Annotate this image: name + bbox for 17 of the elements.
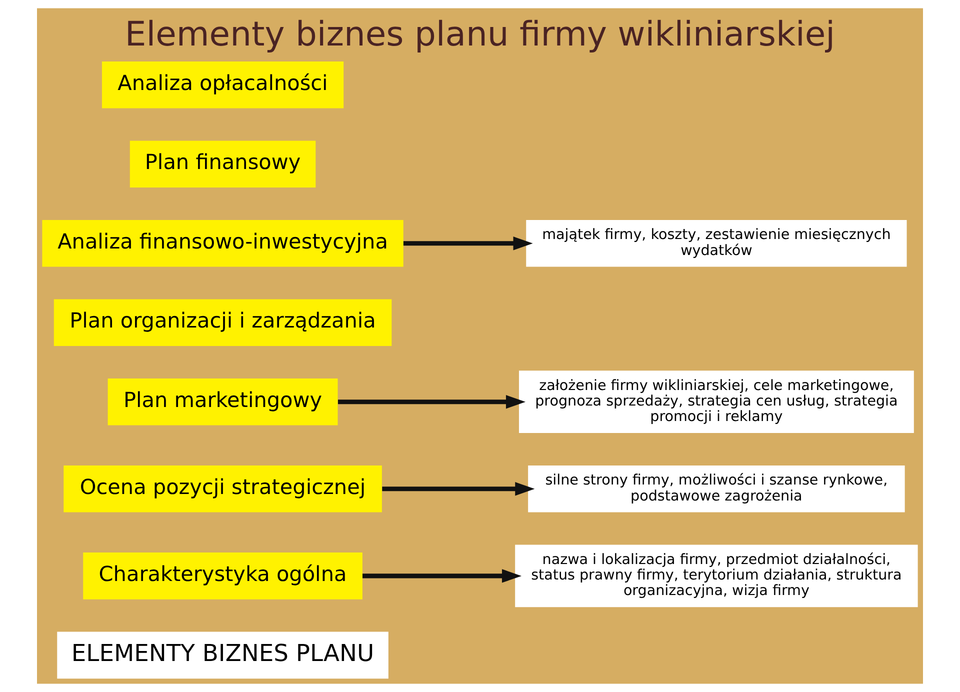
arrow xyxy=(362,569,522,583)
node-box: majątek firmy, koszty, zestawienie miesięcznych wydatków xyxy=(526,220,907,267)
arrow xyxy=(338,395,526,409)
node-box: Plan organizacji i zarządzania xyxy=(54,299,392,346)
node-box: założenie firmy wikliniarskiej, cele marketingowe, prognoza sprzedaży, strategia cen usług, strategia promocji i reklamy xyxy=(518,370,914,434)
node-box: silne strony firmy, możliwości i szanse rynkowe, podstawowe zagrożenia xyxy=(528,466,905,512)
node-box: nazwa i lokalizacja firmy, przedmiot działalności, status prawny firmy, terytorium działania, struktura organizacyjna, wizja firmy xyxy=(515,544,918,608)
node-box: Plan finansowy xyxy=(130,140,316,188)
node-box: Analiza finansowo-inwestycyjna xyxy=(42,220,404,267)
arrow xyxy=(403,236,533,250)
arrow xyxy=(382,482,535,496)
node-box: ELEMENTY BIZNES PLANU xyxy=(57,632,388,679)
node-box: Plan marketingowy xyxy=(108,378,338,426)
node-box: Charakterystyka ogólna xyxy=(83,552,362,600)
diagram-title: Elementy biznes planu firmy wikliniarskiej xyxy=(124,14,836,54)
node-box: Analiza opłacalności xyxy=(102,62,344,108)
node-box: Ocena pozycji strategicznej xyxy=(64,466,382,512)
